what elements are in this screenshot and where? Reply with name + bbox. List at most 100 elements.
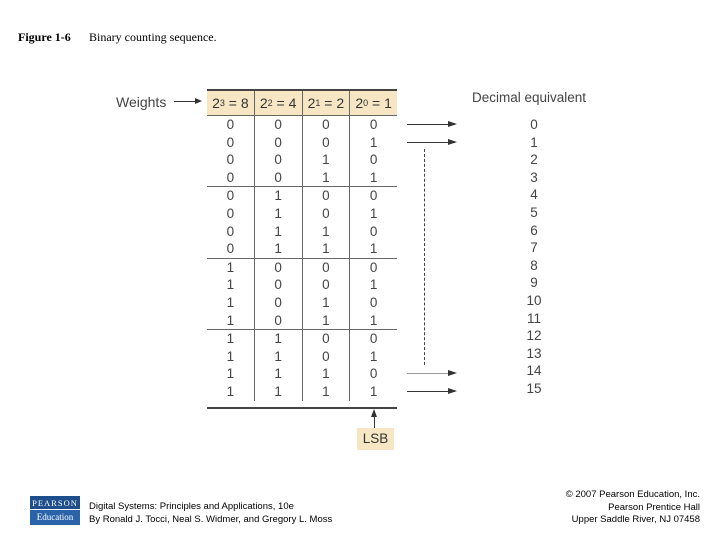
bit-cell: 1 (226, 331, 235, 347)
bit-cell: 1 (253, 347, 302, 366)
bit-cell: 0 (349, 222, 397, 241)
bit-cell: 1 (301, 168, 350, 187)
bit-cell: 0 (349, 151, 397, 169)
bit-cell: 1 (226, 294, 235, 310)
logo-bottom-text: Education (30, 510, 80, 525)
bit-cell: 0 (226, 117, 235, 132)
decimal-value: 4 (530, 187, 538, 203)
decimal-value: 10 (526, 292, 542, 308)
bit-cell: 1 (253, 365, 302, 383)
bit-cell: 0 (301, 204, 350, 223)
bit-cell: 0 (253, 116, 302, 134)
bit-cell: 1 (349, 240, 397, 258)
arrow-right-icon (407, 388, 457, 394)
bit-cell: 0 (253, 168, 302, 187)
bit-cell: 1 (226, 348, 235, 364)
bit-cell: 1 (349, 133, 397, 152)
bit-cell: 1 (253, 222, 302, 241)
bit-cell: 0 (301, 133, 350, 152)
decimal-value: 8 (530, 257, 538, 273)
bit-cell: 1 (349, 382, 397, 401)
decimal-value: 3 (530, 169, 538, 185)
book-authors: By Ronald J. Tocci, Neal S. Widmer, and … (89, 513, 333, 525)
bit-cell: 0 (253, 293, 302, 312)
bit-cell: 1 (253, 330, 302, 348)
book-title: Digital Systems: Principles and Applicat… (89, 501, 294, 512)
decimal-value: 6 (530, 222, 538, 238)
bit-cell: 1 (253, 204, 302, 223)
bit-cell: 0 (226, 134, 235, 150)
bit-cell: 0 (301, 276, 350, 294)
bit-cell: 0 (349, 330, 397, 348)
bit-cell: 0 (349, 365, 397, 383)
address-line: Upper Saddle River, NJ 07458 (571, 514, 700, 525)
bit-cell: 0 (226, 169, 235, 185)
decimal-equivalent-title: Decimal equivalent (472, 90, 587, 105)
bit-cell: 0 (226, 223, 235, 239)
arrow-right-icon (407, 121, 457, 127)
bit-cell: 1 (349, 204, 397, 223)
bit-cell: 0 (349, 187, 397, 205)
bit-cell: 1 (349, 168, 397, 187)
bit-cell: 1 (226, 312, 235, 328)
bit-cell: 1 (301, 151, 350, 169)
bit-cell: 0 (253, 151, 302, 169)
bit-cell: 0 (253, 258, 302, 277)
dashed-continuation-line (424, 149, 425, 365)
bit-cell: 0 (226, 152, 235, 168)
bit-cell: 1 (301, 311, 350, 330)
decimal-value: 13 (526, 345, 542, 361)
bit-cell: 1 (226, 259, 235, 275)
arrow-right-icon (407, 370, 457, 376)
decimal-value: 11 (526, 310, 541, 326)
bit-cell: 0 (253, 276, 302, 294)
bit-cell: 1 (301, 365, 350, 383)
decimal-value: 5 (530, 204, 538, 220)
bit-cell: 0 (349, 293, 397, 312)
copyright-line: © 2007 Pearson Education, Inc. (565, 489, 700, 500)
logo-top-text: PEARSON (30, 496, 80, 510)
copyright-info: © 2007 Pearson Education, Inc. Pearson P… (566, 489, 700, 527)
figure-label: Figure 1-6 (18, 30, 71, 44)
arrow-right-icon (407, 139, 457, 145)
decimal-value: 9 (530, 275, 538, 291)
bit-cell: 1 (301, 382, 350, 401)
bit-cell: 1 (301, 222, 350, 241)
bit-cell: 0 (253, 133, 302, 152)
bit-cell: 0 (226, 205, 235, 221)
bit-cell: 0 (301, 330, 350, 348)
lsb-label: LSB (357, 428, 394, 450)
bit-cell: 1 (253, 382, 302, 401)
weights-arrow-icon (174, 98, 202, 104)
bit-cell: 0 (301, 187, 350, 205)
bit-cell: 1 (349, 276, 397, 294)
decimal-value: 7 (530, 240, 538, 256)
decimal-value: 15 (526, 380, 542, 396)
bit-cell: 0 (301, 347, 350, 366)
bit-cell: 0 (226, 188, 235, 204)
bit-cell: 1 (226, 366, 235, 382)
bit-cell: 1 (226, 277, 235, 293)
bit-cell: 0 (301, 116, 350, 134)
arrow-up-icon (371, 409, 377, 428)
